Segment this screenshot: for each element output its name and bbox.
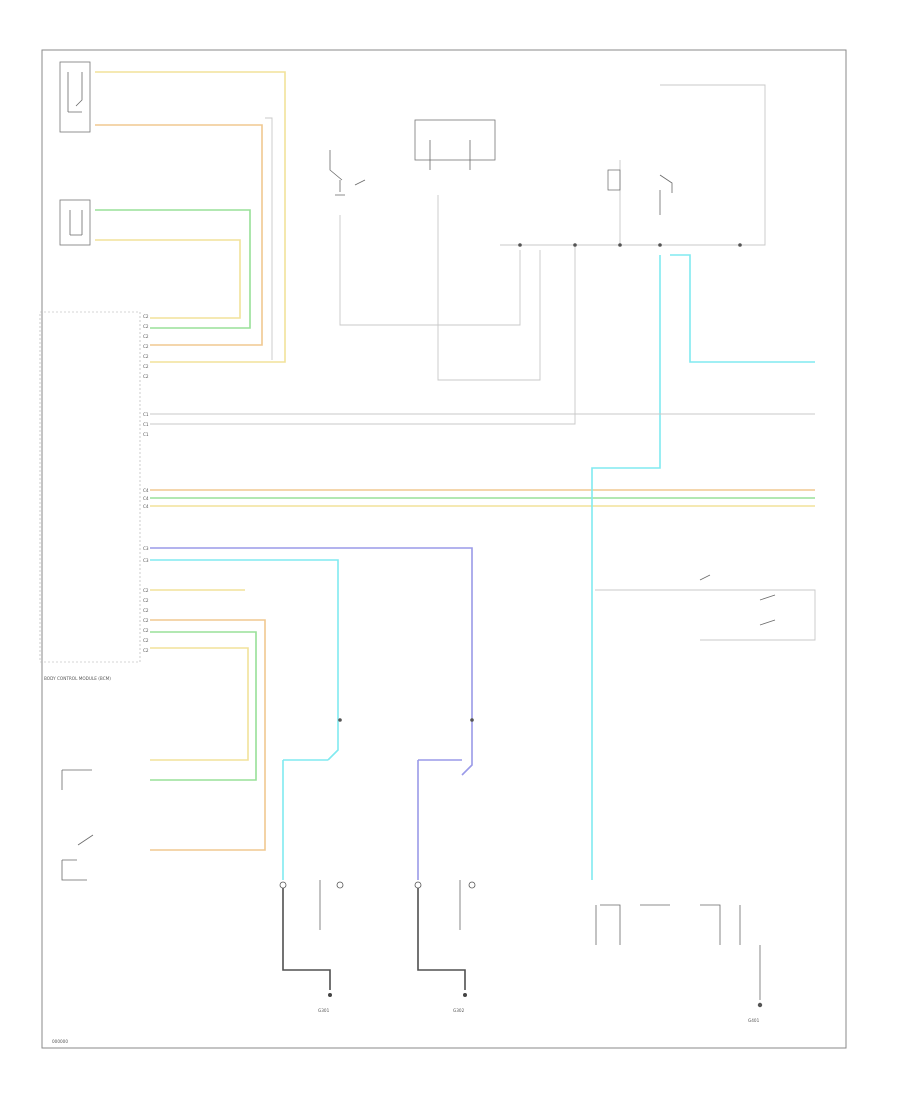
pin-label: C2 — [143, 334, 149, 339]
diagram-frame — [41, 49, 847, 1049]
pin-label-column: C2 C2 C2 C2 C2 C2 C2 C1 C1 C1 C4 C4 C4 C… — [143, 314, 149, 653]
pin-label: C1 — [143, 412, 149, 417]
ground-wires — [282, 888, 467, 997]
pin-label: C2 — [143, 638, 149, 643]
footer-code: 000000 — [52, 1039, 68, 1044]
cyan-wires — [150, 254, 815, 880]
pin-label: C2 — [143, 354, 149, 359]
bcm-connector-strip — [39, 311, 141, 663]
switch-upper-right — [607, 169, 673, 215]
green-wires — [95, 209, 815, 781]
pin-label: C2 — [143, 314, 149, 319]
lamp-sockets — [279, 880, 476, 930]
pin-label: C2 — [143, 364, 149, 369]
pin-label: C2 — [143, 628, 149, 633]
pin-label: C4 — [143, 504, 149, 509]
relay-upper-middle — [329, 150, 366, 196]
ground-label: G302 — [453, 1008, 465, 1013]
component-top-left — [59, 61, 91, 133]
switch-group-right — [699, 574, 776, 626]
blue-wires — [150, 547, 473, 880]
splice-points — [338, 243, 742, 722]
pin-label: C2 — [143, 344, 149, 349]
left-module-label: BODY CONTROL MODULE (BCM) — [44, 676, 111, 681]
connector-lower-right — [595, 904, 763, 1008]
pin-label: C2 — [143, 588, 149, 593]
component-sensor-left — [59, 199, 91, 246]
pin-label: C3 — [143, 558, 149, 563]
orange-wires — [95, 124, 815, 851]
ground-label: G301 — [318, 1008, 330, 1013]
ground-label: G401 — [748, 1018, 760, 1023]
pin-label: C3 — [143, 546, 149, 551]
pin-label: C2 — [143, 618, 149, 623]
pin-label: C1 — [143, 432, 149, 437]
pin-label: C2 — [143, 598, 149, 603]
yellow-wires — [95, 71, 815, 761]
pin-label: C1 — [143, 422, 149, 427]
pin-label: C2 — [143, 648, 149, 653]
pin-label: C2 — [143, 374, 149, 379]
pin-label: C4 — [143, 496, 149, 501]
pin-label: C2 — [143, 608, 149, 613]
pin-label: C4 — [143, 488, 149, 493]
pin-label: C2 — [143, 324, 149, 329]
switch-lower-left — [61, 769, 94, 881]
fuse-block-upper-center — [414, 119, 496, 170]
